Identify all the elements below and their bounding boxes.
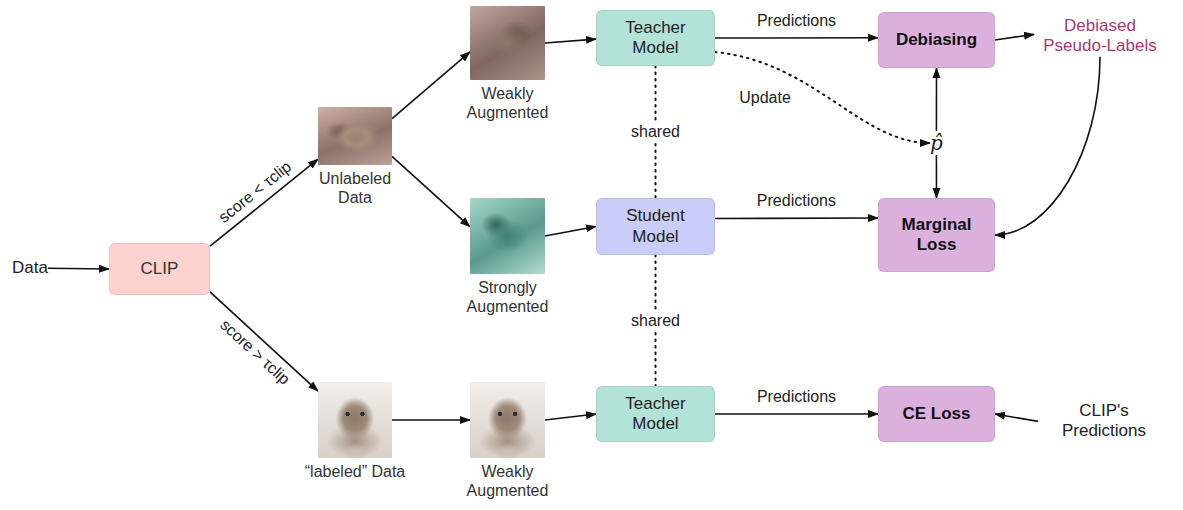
node-text: Debiasing [886,30,987,50]
node-text: Teacher Model [604,394,707,435]
arrow-connector [715,37,878,39]
arrow-connector [545,227,596,237]
loss-box: Marginal Loss [878,198,995,272]
input-label: CLIP's Predictions [1038,401,1170,442]
arrow-connector [715,217,878,219]
arrow-connector [210,292,318,391]
image-thumbnail: Weakly Augmented [470,382,545,458]
node-text: Teacher Model [604,18,707,59]
arrow-connector [392,156,470,227]
node-text: CLIP's Predictions [1038,401,1170,442]
edge-label: Update [736,89,794,107]
node-text: Student Model [604,206,707,247]
arrow-connector [715,413,878,415]
edge-label: shared [628,312,683,330]
edge-label: Predictions [754,388,839,406]
process-box: Debiasing [878,12,995,68]
arrow-connector [48,267,109,269]
input-label: Data [12,258,48,278]
model-box: CLIP [109,243,210,295]
node-text: Debiased Pseudo-Labels [1034,16,1166,57]
node-text: CE Loss [886,404,987,424]
image-thumbnail: “labeled” Data [318,382,392,458]
arrow-connector [936,68,938,131]
image-thumbnail: Strongly Augmented [470,198,545,274]
image-caption: Weakly Augmented [456,462,560,500]
loss-box: CE Loss [878,386,995,442]
arrow-connector [392,419,470,421]
arrow-connector [995,34,1034,40]
node-text: Data [12,258,48,278]
arrow-connector [545,414,596,420]
arrow-connector [936,155,938,198]
edge-label: score < τclip [213,156,297,228]
node-text: Marginal Loss [886,215,987,256]
image-thumbnail: Weakly Augmented [470,6,545,80]
image-thumbnail: Unlabeled Data [318,107,392,165]
output-label: Debiased Pseudo-Labels [1034,16,1166,57]
image-caption: Weakly Augmented [456,84,560,122]
model-box: Student Model [596,198,715,255]
arrow-connector [545,39,596,43]
arrow-connector [995,57,1100,235]
arrow-connector [392,52,470,119]
image-caption: “labeled” Data [303,462,407,481]
arrow-connector [995,414,1038,421]
image-caption: Strongly Augmented [456,278,560,316]
variable-symbol: p̂ [930,131,943,155]
model-box: Teacher Model [596,386,715,442]
edge-label: Predictions [754,192,839,210]
image-caption: Unlabeled Data [303,169,407,207]
edge-label: shared [628,123,683,141]
edge-label: score > τclip [214,314,295,390]
node-text: CLIP [117,259,202,279]
edge-label: Predictions [754,12,839,30]
model-box: Teacher Model [596,10,715,66]
node-text: p̂ [930,131,943,155]
